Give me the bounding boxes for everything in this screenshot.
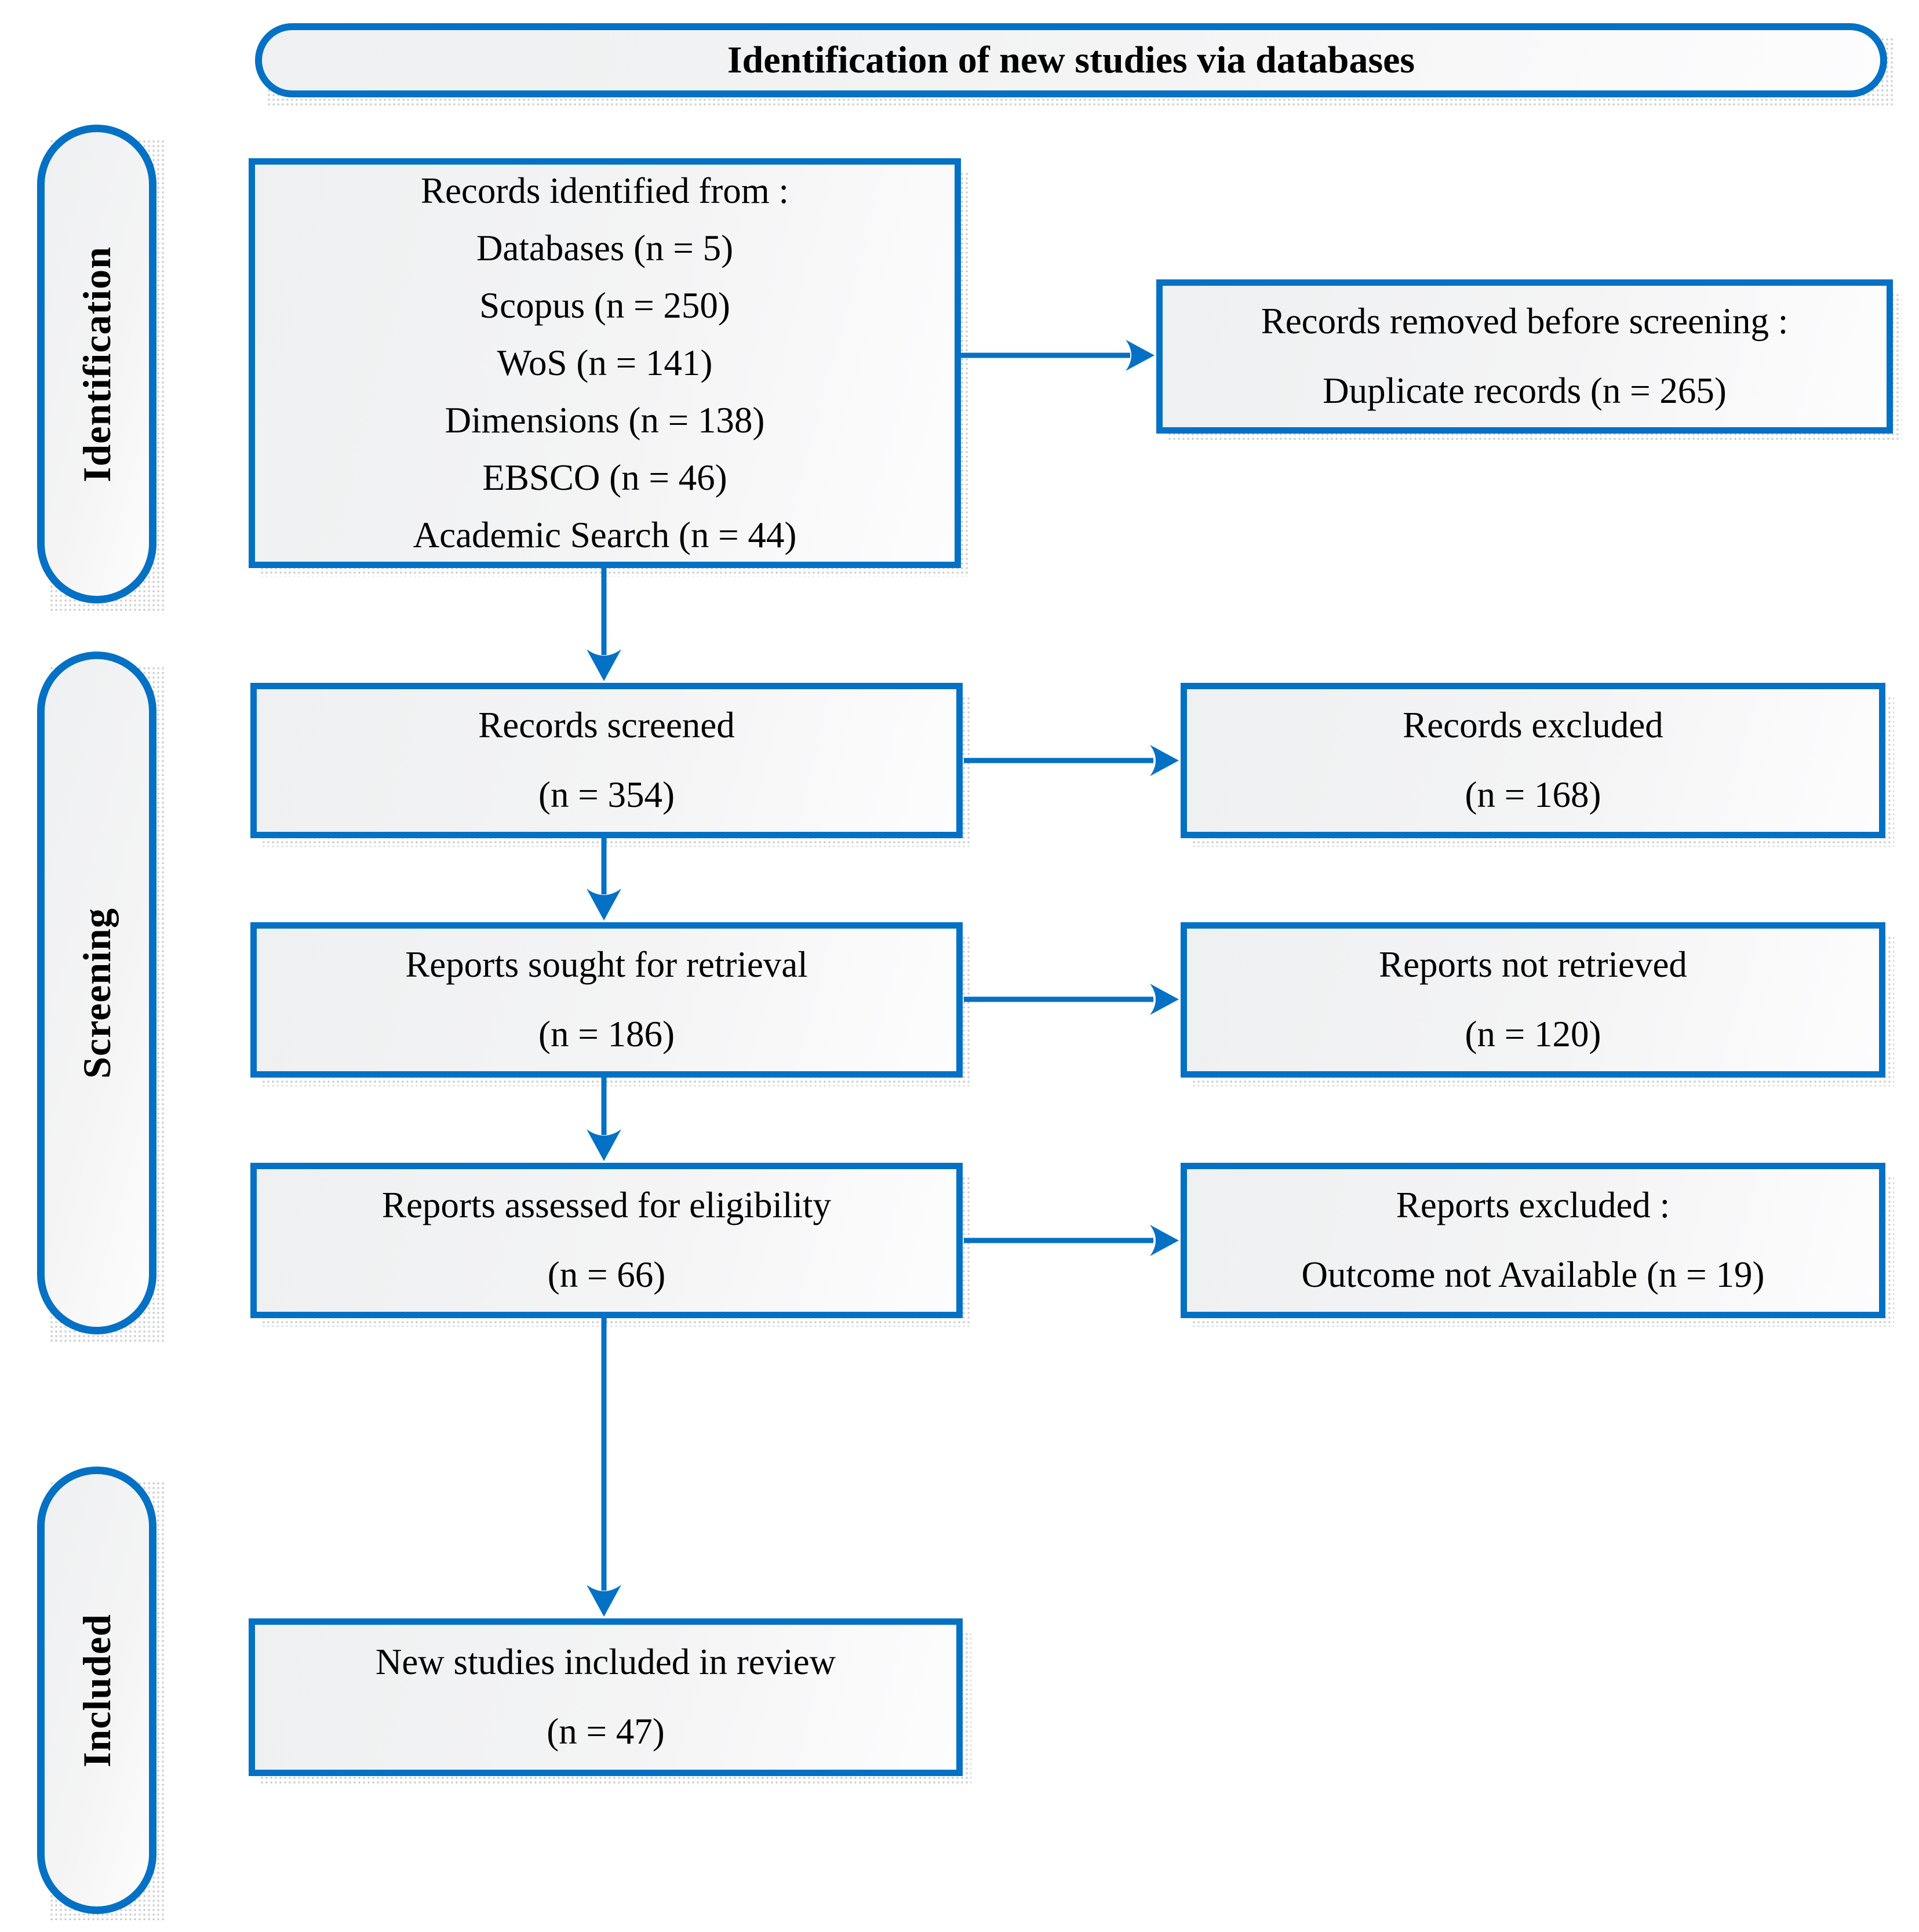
diagram-header-capsule: Identification of new studies via databa… (255, 23, 1895, 105)
box-text-line: Duplicate records (n = 265) (1323, 370, 1727, 411)
arrow-identified-to-removed (958, 340, 1155, 371)
box-text-line: New studies included in review (375, 1642, 836, 1683)
stage-label-screening: Screening (74, 907, 119, 1079)
box-text-line: Dimensions (n = 138) (445, 399, 765, 441)
stage-label-identification: Identification (74, 246, 119, 482)
box-text-line: Reports sought for retrieval (405, 944, 808, 985)
box-new-studies-included: New studies included in review (n = 47) (249, 1618, 971, 1785)
box-records-removed: Records removed before screening : Dupli… (1156, 279, 1902, 442)
box-text-line: Reports excluded : (1396, 1185, 1670, 1226)
box-text-line: (n = 66) (547, 1254, 666, 1295)
box-text-line: Databases (n = 5) (476, 228, 734, 269)
box-reports-not-retrieved: Reports not retrieved (n = 120) (1181, 922, 1894, 1086)
box-reports-assessed: Reports assessed for eligibility (n = 66… (250, 1163, 971, 1327)
arrow-identified-to-screened (587, 567, 621, 681)
box-records-excluded: Records excluded (n = 168) (1181, 683, 1894, 847)
stage-capsule-screening: Screening (37, 652, 164, 1342)
box-text-line: (n = 168) (1465, 774, 1601, 815)
box-reports-excluded: Reports excluded : Outcome not Available… (1181, 1163, 1894, 1327)
box-text-line: Scopus (n = 250) (479, 285, 730, 326)
arrow-sought-to-assessed (587, 1078, 621, 1161)
box-text-line: Records identified from : (420, 170, 789, 212)
box-reports-sought: Reports sought for retrieval (n = 186) (250, 922, 971, 1086)
box-text-line: Records removed before screening : (1261, 301, 1789, 342)
stage-capsule-included: Included (37, 1467, 164, 1922)
box-text-line: (n = 47) (547, 1711, 665, 1752)
box-text-line: WoS (n = 141) (497, 343, 713, 384)
box-text-line: Outcome not Available (n = 19) (1301, 1254, 1765, 1295)
arrow-screened-to-excluded (964, 745, 1179, 776)
box-text-line: Reports not retrieved (1379, 944, 1687, 985)
box-records-identified: Records identified from : Databases (n =… (249, 158, 970, 577)
box-text-line: (n = 186) (538, 1014, 675, 1054)
box-text-line: Records screened (478, 705, 735, 746)
arrow-assessed-to-excluded (964, 1225, 1179, 1256)
box-text-line: Reports assessed for eligibility (381, 1185, 832, 1226)
arrow-sought-to-not-retrieved (964, 984, 1179, 1015)
box-text-line: (n = 120) (1465, 1014, 1601, 1054)
stage-label-included: Included (74, 1613, 119, 1767)
box-text-line: Academic Search (n = 44) (413, 514, 797, 555)
stage-capsule-identification: Identification (37, 125, 164, 611)
arrow-assessed-to-included (587, 1318, 621, 1617)
box-text-line: EBSCO (n = 46) (482, 457, 727, 498)
box-records-screened: Records screened (n = 354) (250, 683, 971, 847)
box-text-line: Records excluded (1403, 705, 1663, 746)
arrow-screened-to-sought (587, 838, 621, 920)
diagram-title: Identification of new studies via databa… (727, 39, 1415, 81)
box-text-line: (n = 354) (538, 774, 675, 815)
